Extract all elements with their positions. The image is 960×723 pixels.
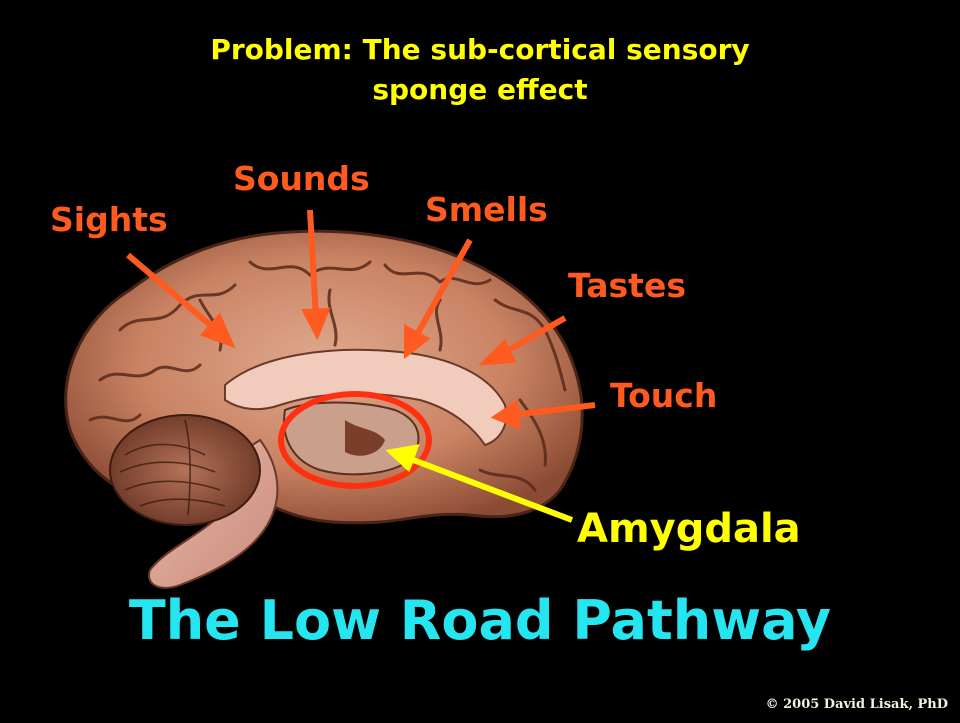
copyright-notice: © 2005 David Lisak, PhD [766, 697, 948, 713]
label-amygdala: Amygdala [577, 506, 801, 552]
slide-subtitle: The Low Road Pathway [0, 588, 960, 654]
cerebellum [110, 415, 260, 525]
label-sounds: Sounds [233, 160, 370, 198]
label-tastes: Tastes [568, 267, 686, 305]
label-touch: Touch [610, 377, 717, 415]
label-smells: Smells [425, 191, 548, 229]
label-sights: Sights [50, 201, 168, 239]
